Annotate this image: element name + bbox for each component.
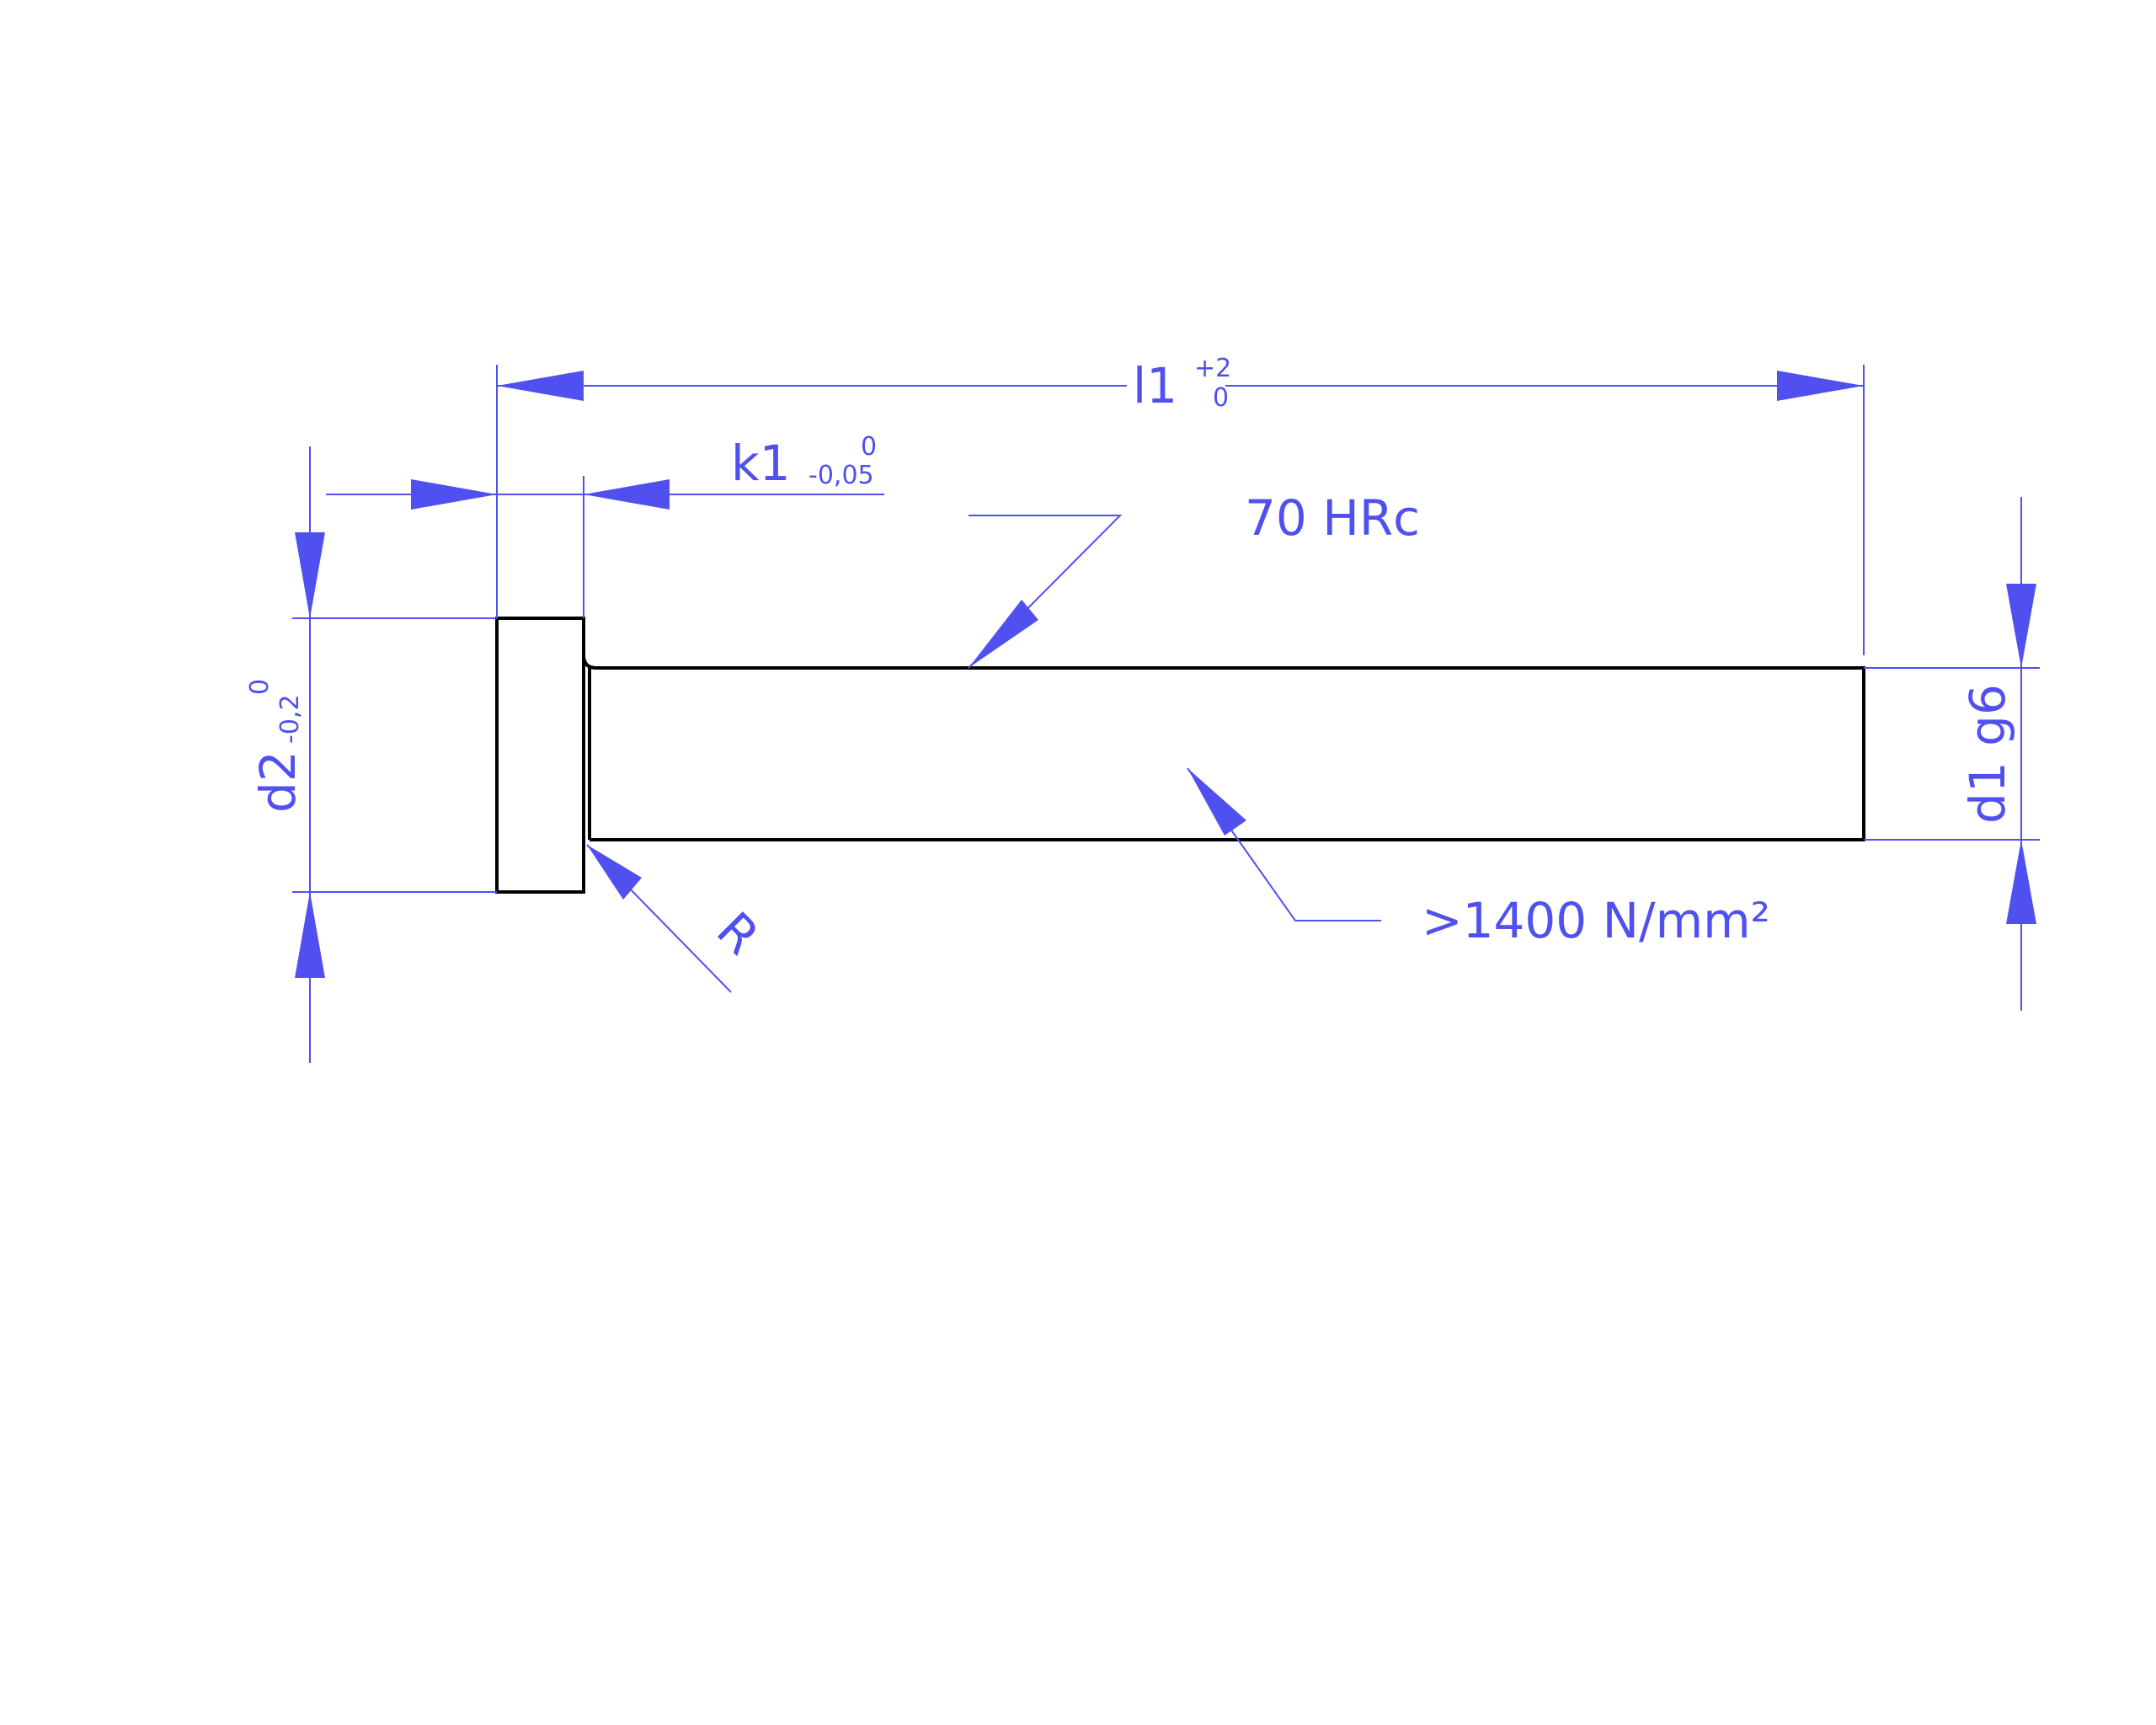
strength-leader <box>1187 767 1381 921</box>
d1-arrow-top <box>2006 584 2036 668</box>
k1-arrow-left <box>411 479 497 510</box>
radius-label: R <box>706 901 771 966</box>
l1-tolerance-upper: +2 <box>1194 354 1231 383</box>
d2-tolerance-lower: -0,2 <box>275 694 305 744</box>
d2-arrow-bottom <box>295 892 325 978</box>
arrowheads <box>295 371 2036 978</box>
radius-arrow <box>587 845 642 900</box>
strength-arrow <box>1187 768 1246 836</box>
l1-tolerance-lower: 0 <box>1213 383 1229 413</box>
dimension-labels: l1 +2 0 k1 0 -0,05 d2 0 -0,2 d1 g6 70 HR… <box>245 354 2016 965</box>
l1-label: l1 <box>1133 357 1177 414</box>
k1-arrow-right <box>584 479 670 510</box>
d2-tolerance-upper: 0 <box>245 679 275 695</box>
hardness-arrow <box>969 600 1038 668</box>
d2-arrow-top <box>295 532 325 618</box>
l1-arrow-right <box>1777 371 1864 401</box>
pin-head <box>495 617 585 894</box>
pin-shank <box>582 654 1865 841</box>
d1-arrow-bottom <box>2006 840 2036 924</box>
hardness-label: 70 HRc <box>1245 489 1420 547</box>
d1-label: d1 g6 <box>1959 684 2016 824</box>
k1-label: k1 <box>731 435 791 492</box>
strength-label: >1400 N/mm² <box>1422 892 1770 949</box>
part-outline <box>495 617 1865 894</box>
d2-label: d2 <box>249 750 307 813</box>
l1-arrow-left <box>497 371 584 401</box>
dimension-lines <box>292 365 2040 1063</box>
k1-tolerance-upper: 0 <box>861 432 877 462</box>
k1-tolerance-lower: -0,05 <box>808 461 874 490</box>
